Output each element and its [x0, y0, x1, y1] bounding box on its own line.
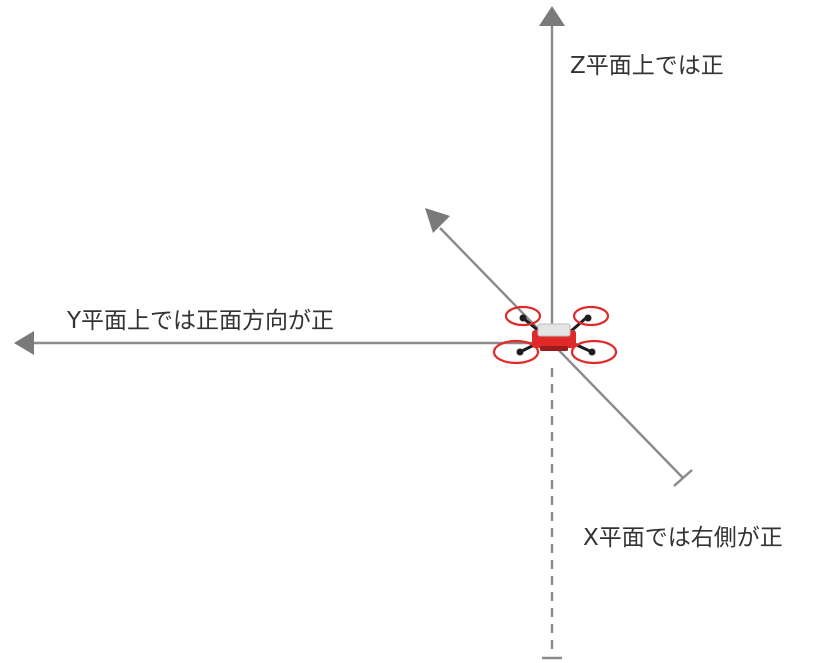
- x-axis-end-tick: [673, 469, 693, 487]
- drone-rotor-front-left: [492, 339, 540, 365]
- drone-motor-front-right: [588, 348, 596, 356]
- drone-body-top: [537, 323, 571, 337]
- drone-rotor-front-right: [570, 339, 618, 365]
- drone-arm-rear-right: [569, 316, 587, 334]
- y-axis-arrow-icon: [14, 331, 34, 355]
- x-axis-arrow-icon: [425, 208, 450, 233]
- drone-motor-front-left: [516, 348, 524, 356]
- drone-rotor-rear-right: [572, 305, 610, 327]
- drone-rotor-rear-left: [504, 305, 542, 327]
- x-axis-label: X平面では右側が正: [583, 525, 783, 551]
- drone-motor-rear-right: [584, 314, 592, 322]
- drone-motor-rear-left: [519, 314, 527, 322]
- drone-body-shadow: [540, 346, 568, 351]
- x-axis-line: [439, 227, 684, 479]
- drone-arm-rear-left: [522, 316, 541, 334]
- z-axis-label: Z平面上では正: [570, 53, 724, 79]
- y-axis-label: Y平面上では正面方向が正: [66, 308, 334, 334]
- z-axis-arrow-icon: [539, 6, 565, 26]
- drone-icon: [492, 305, 618, 365]
